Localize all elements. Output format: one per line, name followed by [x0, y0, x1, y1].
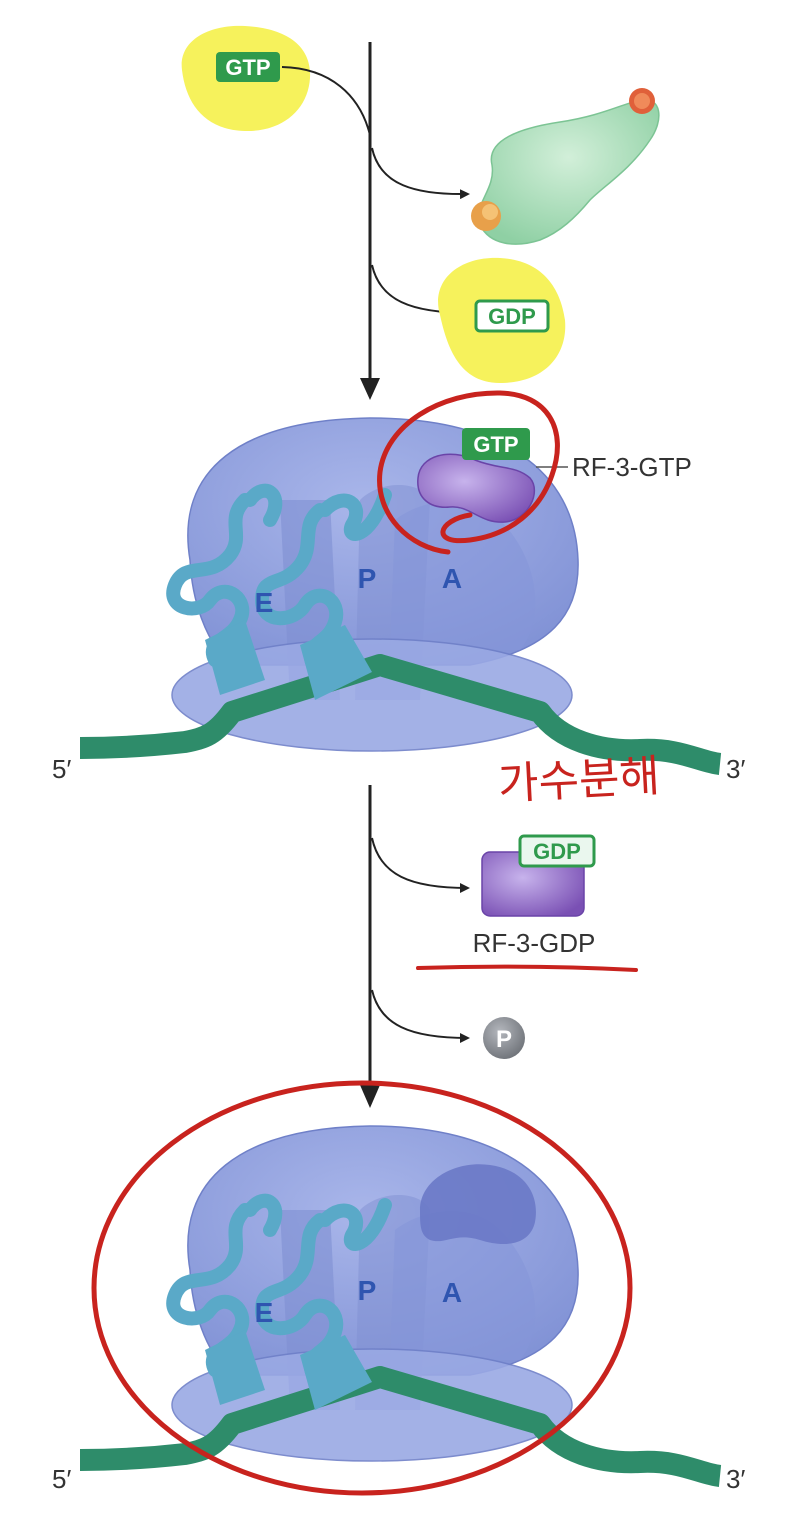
mrna-2 — [79, 1366, 722, 1487]
red-underline — [416, 964, 638, 972]
ribosome-1: E P A — [79, 417, 722, 775]
rf3-gtp-label: RF-3-GTP — [572, 452, 692, 482]
trna-p-1 — [254, 488, 392, 669]
five-prime-label-2: 5′ — [52, 1464, 71, 1494]
phosphate-icon: P — [483, 1017, 525, 1059]
branch-arrow-phosphate — [371, 989, 470, 1043]
mrna-1 — [79, 654, 722, 775]
trna-p-2 — [254, 1198, 392, 1379]
main-arrow-2-head — [360, 1085, 380, 1108]
trna-p-1-foot — [300, 625, 372, 700]
five-prime-label-1: 5′ — [52, 754, 71, 784]
site-a-label-1: A — [442, 563, 462, 594]
branch-arrow-rf3gdp — [371, 837, 470, 893]
main-arrow-1-head — [360, 378, 380, 400]
site-e-label-1: E — [255, 587, 274, 618]
gtp-label-top: GTP — [225, 55, 270, 80]
gdp-badge-top: GDP — [474, 299, 550, 333]
a-site-lobe-2 — [420, 1164, 536, 1245]
gdp-label-top: GDP — [488, 304, 536, 329]
site-p-label-1: P — [358, 563, 377, 594]
site-p-label-2: P — [358, 1275, 377, 1306]
red-annotation-ellipse — [91, 1080, 633, 1496]
trna-e-1-foot — [205, 620, 265, 695]
rf3-gdp-label: RF-3-GDP — [473, 928, 596, 958]
red-annotation-circle — [377, 390, 560, 555]
gtp-input-curve — [281, 66, 371, 136]
gtp-label-ribosome: GTP — [473, 432, 518, 457]
trna-p-2-foot — [300, 1335, 372, 1410]
three-prime-label-2: 3′ — [726, 1464, 745, 1494]
trna-e-2-foot — [205, 1330, 265, 1405]
gdp-label-middle: GDP — [533, 839, 581, 864]
site-e-label-2: E — [255, 1297, 274, 1328]
branch-arrow-factor — [371, 147, 470, 200]
site-a-label-2: A — [442, 1277, 462, 1308]
rf3-bound — [417, 453, 536, 523]
gtp-badge-ribosome: GTP — [462, 428, 530, 460]
phosphate-label: P — [496, 1026, 512, 1053]
three-prime-label-1: 3′ — [726, 754, 745, 784]
rf3-gdp-complex: GDP — [481, 834, 596, 917]
gtp-badge-top: GTP — [216, 52, 280, 82]
release-factor-shape — [471, 88, 660, 245]
handwritten-note: 가수분해 — [497, 751, 661, 810]
ribosome-2: E P A — [79, 1125, 722, 1487]
